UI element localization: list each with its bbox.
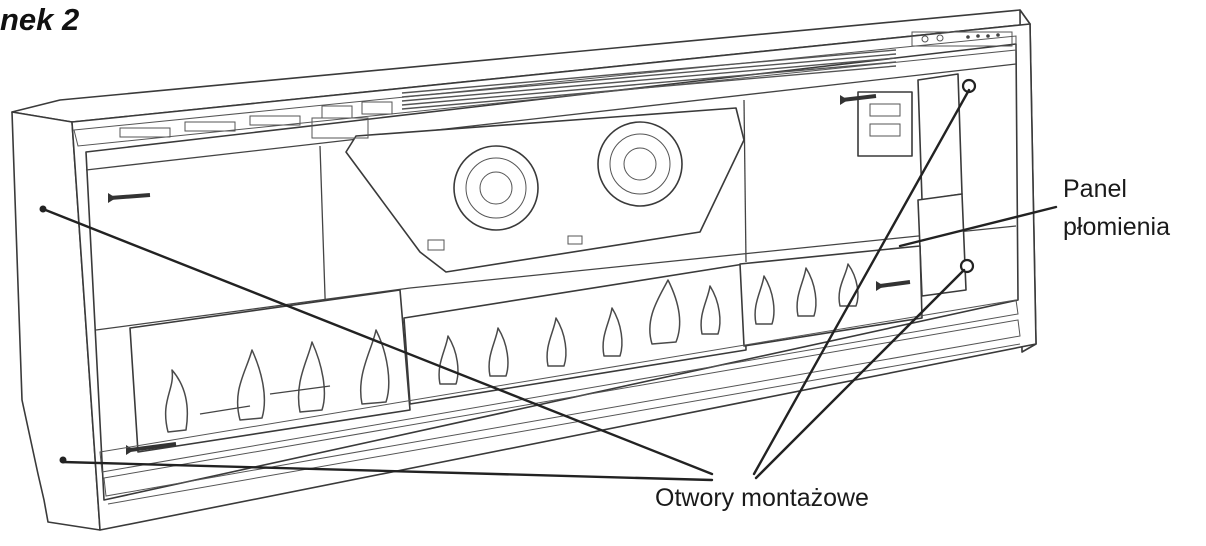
blower-assembly: [311, 107, 745, 273]
vent-slot-5: [361, 101, 393, 115]
fan-right: [597, 121, 683, 207]
leader-top-left-hole: [41, 207, 714, 476]
leader-top-right-hole: [752, 88, 971, 476]
flame-panel-label-line2: płomienia: [1063, 213, 1171, 241]
figure-title: nek 2: [0, 2, 80, 37]
mounting-holes-label: Otwory montażowe: [655, 484, 869, 512]
vent-slot-3: [249, 115, 301, 126]
vent-grill: [401, 49, 897, 110]
fan-left: [453, 145, 539, 231]
flame-screen-left: [129, 289, 411, 453]
leader-flame-panel: [898, 205, 1058, 248]
leader-bottom-right-hole: [754, 268, 966, 480]
electronics-module: [840, 73, 967, 297]
control-panel: [911, 31, 1013, 47]
lower-bracket: [917, 193, 967, 297]
vent-slot-1: [119, 127, 171, 138]
flame-panel: [126, 245, 923, 455]
vent-slot-2: [184, 121, 236, 132]
flame-panel-label-line1: Panel: [1063, 175, 1127, 203]
flame-screen-right: [739, 245, 923, 347]
mounting-holes: [39, 78, 977, 464]
upper-compartments: [85, 63, 1017, 331]
leader-bottom-left-hole: [61, 460, 714, 482]
ember-bed: [99, 299, 1021, 505]
side-bracket: [917, 73, 963, 201]
leader-lines: [41, 88, 1058, 482]
